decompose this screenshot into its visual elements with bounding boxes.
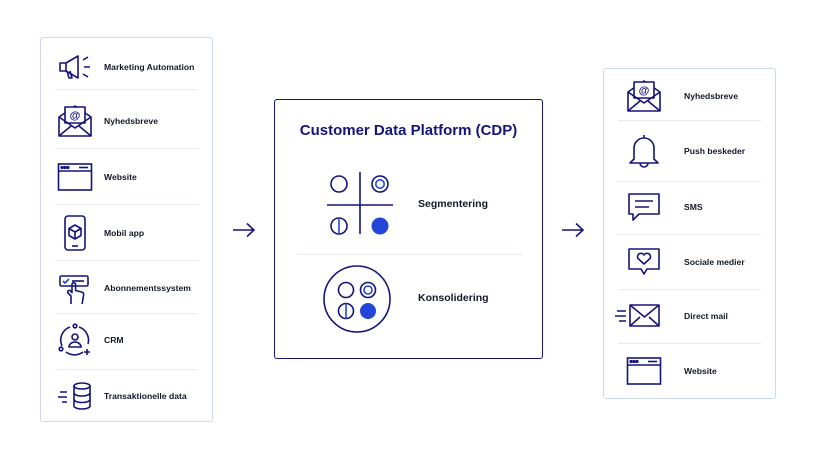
separator	[618, 234, 761, 235]
destination-item: Sociale medier	[604, 237, 775, 287]
consolidation-label: Konsolidering	[418, 292, 489, 304]
envelope-at-icon: @	[55, 101, 95, 141]
browser-window-icon	[55, 157, 95, 197]
source-item: Mobil app	[41, 208, 212, 258]
separator	[55, 313, 198, 314]
browser-window-icon	[624, 351, 664, 391]
segmentation-label: Segmentering	[418, 198, 489, 210]
source-label: Abonnementssystem	[104, 283, 191, 293]
mail-speed-icon	[614, 296, 662, 336]
destination-item: Direct mail	[604, 291, 775, 341]
sms-bubble-icon	[624, 187, 664, 227]
separator	[55, 260, 198, 261]
source-item: CRM	[41, 315, 212, 365]
destination-label: Website	[684, 366, 717, 376]
destination-item: Push beskeder	[604, 126, 775, 176]
separator	[618, 120, 761, 121]
source-item: Abonnementssystem	[41, 263, 212, 313]
mobile-app-icon	[55, 213, 95, 253]
consolidation-icon	[322, 264, 392, 334]
destination-label: Push beskeder	[684, 146, 746, 156]
source-label: Transaktionelle data	[104, 391, 187, 401]
source-label: Nyhedsbreve	[104, 116, 158, 126]
subscription-click-icon	[55, 268, 95, 308]
source-item: Website	[41, 152, 212, 202]
cdp-title: Customer Data Platform (CDP)	[299, 122, 518, 139]
separator	[55, 369, 198, 370]
destination-label: SMS	[684, 202, 703, 212]
bell-icon	[624, 131, 664, 171]
source-item: Transaktionelle data	[41, 371, 212, 421]
destinations-panel: @ Nyhedsbreve Push beskeder SMS	[603, 68, 776, 399]
envelope-at-icon: @	[624, 76, 664, 116]
arrow-right-icon	[232, 222, 256, 238]
separator	[55, 204, 198, 205]
separator	[55, 148, 198, 149]
destination-label: Sociale medier	[684, 257, 745, 267]
cdp-box: Customer Data Platform (CDP) Segmenterin…	[274, 99, 543, 359]
separator	[618, 343, 761, 344]
destination-item: @ Nyhedsbreve	[604, 72, 775, 120]
heart-bubble-icon	[624, 242, 664, 282]
database-icon	[55, 376, 95, 416]
destination-item: SMS	[604, 182, 775, 232]
megaphone-icon	[55, 47, 95, 87]
destination-item: Website	[604, 346, 775, 396]
crm-user-icon	[55, 320, 95, 360]
sources-panel: Marketing Automation @ Nyhedsbreve	[40, 37, 213, 422]
source-label: Website	[104, 172, 137, 182]
destination-label: Nyhedsbreve	[684, 91, 738, 101]
separator	[618, 289, 761, 290]
separator	[618, 181, 761, 182]
svg-text:@: @	[70, 110, 81, 122]
source-label: Marketing Automation	[104, 61, 195, 72]
source-item: @ Nyhedsbreve	[41, 96, 212, 146]
separator	[55, 89, 198, 90]
source-label: Mobil app	[104, 228, 145, 238]
arrow-right-icon	[561, 222, 585, 238]
separator	[297, 254, 522, 255]
segmentation-icon	[325, 170, 395, 240]
source-item: Marketing Automation	[41, 44, 212, 89]
source-label: CRM	[104, 335, 124, 345]
destination-label: Direct mail	[684, 311, 728, 321]
svg-text:@: @	[639, 85, 650, 97]
